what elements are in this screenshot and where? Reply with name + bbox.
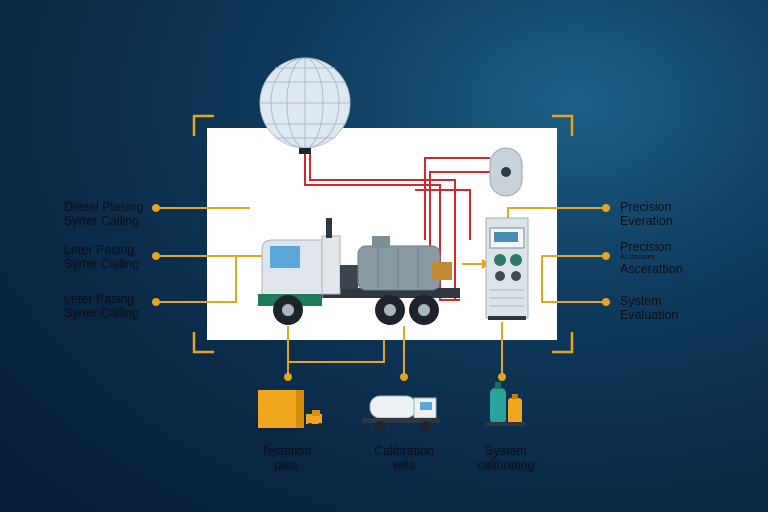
globe-icon bbox=[259, 57, 351, 154]
right-label-3: System Evaluation bbox=[620, 294, 678, 322]
left-label-2: Leter Pasing Syrter Cailing bbox=[64, 243, 139, 271]
right-connectors bbox=[507, 207, 606, 303]
tank-truck-icon bbox=[258, 218, 460, 325]
bottom-label-2: Calibration wits bbox=[344, 444, 464, 472]
bottom-label-1-line1: Testation bbox=[260, 444, 312, 458]
bottom-connector-dots bbox=[284, 373, 506, 381]
right-label-1: Precision Everation bbox=[620, 200, 673, 228]
bottom-label-3-line2: calibrating bbox=[477, 458, 535, 472]
bottom-label-2-line1: Calibration bbox=[374, 444, 434, 458]
right-label-1-line1: Precision bbox=[620, 200, 672, 214]
right-label-3-line2: Evaluation bbox=[620, 308, 679, 322]
bottom-label-3: System calibrating bbox=[446, 444, 566, 472]
bottom-label-1-line2: pats bbox=[274, 458, 298, 472]
bottom-label-1: Testation pats bbox=[226, 444, 346, 472]
right-label-3-line1: System bbox=[620, 294, 662, 308]
corner-brackets bbox=[192, 114, 574, 354]
small-truck-icon bbox=[306, 410, 323, 429]
left-label-2-line2: Syrter Cailing bbox=[64, 257, 140, 271]
service-truck-icon bbox=[362, 395, 440, 431]
gas-cylinder-icon bbox=[486, 382, 526, 426]
left-label-2-line1: Leter Pasing bbox=[64, 243, 135, 257]
left-label-3-line2: Syrter Cailing bbox=[64, 306, 140, 320]
right-label-1-line2: Everation bbox=[620, 214, 673, 228]
right-label-2-line2: Ascerattion bbox=[620, 262, 683, 276]
cargo-box-icon bbox=[258, 390, 304, 428]
right-label-2-small: Al scosices bbox=[620, 254, 656, 261]
left-label-3-line1: Leter Pasing bbox=[64, 292, 135, 306]
bottom-connectors bbox=[287, 322, 503, 376]
right-connector-dots bbox=[602, 204, 610, 306]
right-label-2-line1: Precision bbox=[620, 240, 672, 254]
bottom-label-3-line1: System bbox=[485, 444, 527, 458]
left-label-1-line1: Diesel Plasing bbox=[64, 200, 144, 214]
gauge-icon bbox=[489, 147, 523, 197]
left-connectors bbox=[156, 207, 262, 303]
testing-cabinet-icon bbox=[485, 217, 529, 320]
left-label-1-line2: Syrter Cailing bbox=[64, 214, 140, 228]
right-label-2: Precision Al scosices Ascerattion bbox=[620, 240, 683, 276]
left-label-3: Leter Pasing Syrter Cailing bbox=[64, 292, 139, 320]
left-label-1: Diesel Plasing Syrter Cailing bbox=[64, 200, 143, 228]
bottom-label-2-line2: wits bbox=[393, 458, 415, 472]
left-connector-dots bbox=[152, 204, 160, 306]
